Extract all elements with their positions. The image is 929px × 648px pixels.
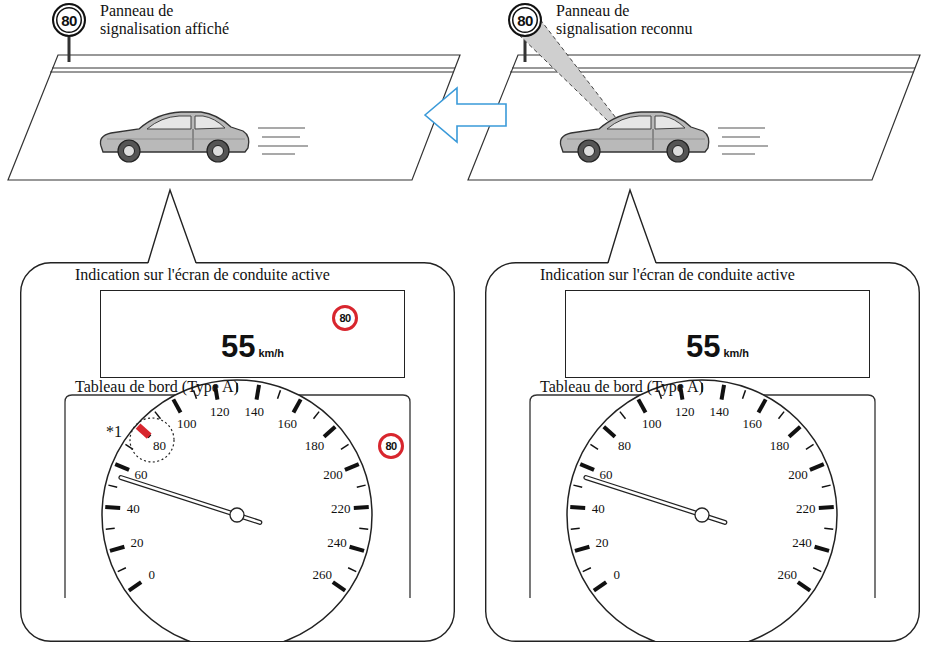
speed-value: 55 — [221, 329, 255, 365]
speed-unit: km/h — [723, 347, 749, 359]
sign-value: 80 — [381, 436, 401, 456]
sign-value: 80 — [54, 5, 84, 35]
dial-number: 60 — [600, 468, 613, 482]
speed-sign: 80 — [52, 3, 86, 37]
speed-readout: 55km/h — [566, 329, 869, 365]
dial-number: 240 — [792, 536, 812, 550]
dial-number: 0 — [149, 567, 156, 581]
dial-number: 0 — [614, 567, 621, 581]
camera-view — [514, 30, 608, 121]
dial-number: 260 — [312, 567, 332, 581]
display-callout: Indication sur l'écran de conduite activ… — [20, 262, 455, 642]
sign-pole — [68, 37, 71, 62]
dial-number: 40 — [592, 502, 605, 516]
dial-number: 140 — [245, 405, 265, 419]
sign-caption: Panneau de signalisation reconnu — [556, 2, 706, 39]
display-heading: Indication sur l'écran de conduite activ… — [75, 266, 330, 284]
lane-line — [52, 68, 455, 69]
cluster-heading: Tableau de bord (Type A) — [75, 378, 239, 396]
dial-number: 80 — [618, 438, 631, 452]
transition-arrow — [425, 88, 506, 142]
road — [8, 55, 460, 180]
callout-number: *1 — [106, 423, 136, 441]
dial-number: 80 — [153, 438, 166, 452]
dial-number: 40 — [127, 502, 140, 516]
lane-line — [50, 72, 453, 73]
speed-lines — [258, 128, 768, 154]
speed-readout: 55km/h — [101, 329, 404, 365]
speed-unit: km/h — [258, 347, 284, 359]
sign-caption: Panneau de signalisation affiché — [100, 2, 250, 39]
dial-number: 260 — [777, 567, 797, 581]
dial-number: 20 — [130, 536, 143, 550]
dial-number: 120 — [210, 405, 230, 419]
dial-number: 100 — [642, 417, 662, 431]
dial-number: 180 — [770, 438, 790, 452]
dial-number: 180 — [305, 438, 325, 452]
sign-value: 80 — [335, 308, 355, 328]
dial-number: 200 — [323, 468, 343, 482]
road — [468, 55, 920, 180]
dial-number: 120 — [675, 405, 695, 419]
speed-sign-icon: 80 — [378, 433, 404, 459]
dial-number: 220 — [796, 502, 816, 516]
dial-number: 220 — [331, 502, 351, 516]
dial-number: 200 — [788, 468, 808, 482]
speedometer: 0 20 40 60 80 100 120 140 160 180 200 220 240 260 — [87, 365, 387, 648]
dial-number: 240 — [327, 536, 347, 550]
speed-value: 55 — [686, 329, 720, 365]
dial-number: 160 — [277, 417, 297, 431]
display-heading: Indication sur l'écran de conduite activ… — [540, 266, 795, 284]
dial-number: 100 — [177, 417, 197, 431]
dial-number: 20 — [595, 536, 608, 550]
cluster-heading: Tableau de bord (Type A) — [540, 378, 704, 396]
sign-value: 80 — [510, 5, 540, 35]
speed-sign: 80 — [508, 3, 542, 37]
active-driving-display: 55km/h — [565, 290, 870, 378]
dial-number: 60 — [135, 468, 148, 482]
display-callout: Indication sur l'écran de conduite activ… — [485, 262, 920, 642]
dial-number: 140 — [710, 405, 730, 419]
speed-sign-icon: 80 — [332, 305, 358, 331]
dial-number: 160 — [742, 417, 762, 431]
active-driving-display: 55km/h80 — [100, 290, 405, 378]
speedometer: 0 20 40 60 80 100 120 140 160 180 200 220 240 260 — [552, 365, 852, 648]
